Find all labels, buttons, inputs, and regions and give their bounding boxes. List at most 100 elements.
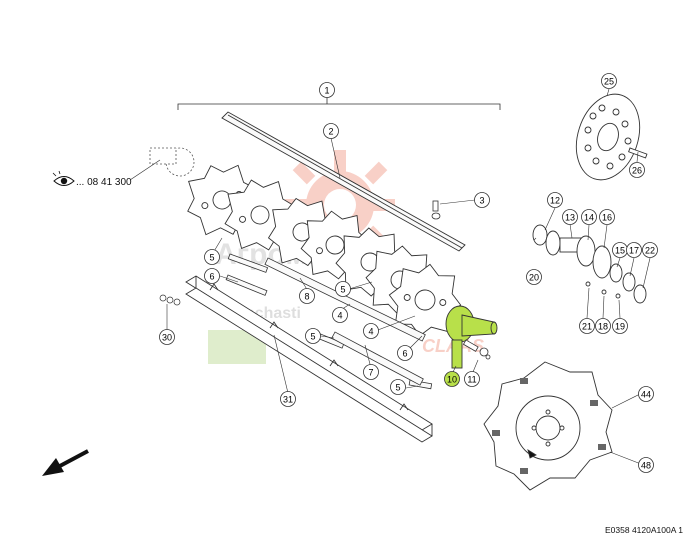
callout-circle [332, 307, 348, 323]
callout-circle [638, 386, 654, 402]
callout-20: 20 [526, 269, 542, 285]
callout-25: 25 [601, 73, 617, 89]
callout-22: 22 [642, 242, 658, 258]
callout-circle [335, 281, 351, 297]
callout-5c: 5 [305, 328, 321, 344]
callout-circle [363, 364, 379, 380]
callout-circle [444, 371, 460, 387]
callout-circle [599, 209, 615, 225]
callout-number: 1 [324, 86, 329, 96]
ref-view-label: ... 08 41 300 [76, 177, 132, 188]
callout-number: 6 [209, 272, 214, 282]
callout-11: 11 [464, 371, 480, 387]
callout-31: 31 [280, 391, 296, 407]
callout-48: 48 [638, 457, 654, 473]
callout-2: 2 [323, 123, 339, 139]
callout-number: 19 [615, 322, 625, 332]
group-bracket [177, 97, 501, 110]
callout-number: 4 [337, 311, 342, 321]
callout-10-highlighted: 10 [444, 371, 460, 387]
callout-44: 44 [638, 386, 654, 402]
callout-circle [629, 162, 645, 178]
callout-circle [390, 379, 406, 395]
callout-number: 5 [340, 285, 345, 295]
callout-5b: 5 [335, 281, 351, 297]
callout-17: 17 [626, 242, 642, 258]
callout-circle [626, 242, 642, 258]
callout-3: 3 [474, 192, 490, 208]
callout-number: 14 [584, 213, 594, 223]
callout-circle [526, 269, 542, 285]
callout-circle [397, 345, 413, 361]
callout-15: 15 [612, 242, 628, 258]
drawing-code: E0358 4120A100A 1 [605, 525, 683, 535]
callout-circle [612, 318, 628, 334]
callout-5d: 5 [390, 379, 406, 395]
rods [225, 253, 433, 390]
callout-circle [581, 209, 597, 225]
callout-number: 3 [479, 196, 484, 206]
callout-number: 17 [629, 246, 639, 256]
callout-18: 18 [595, 318, 611, 334]
callout-number: 8 [304, 292, 309, 302]
bolts-part-30 [159, 294, 181, 306]
callout-number: 21 [582, 322, 592, 332]
callout-circle [204, 249, 220, 265]
callout-12: 12 [547, 192, 563, 208]
callout-number: 25 [604, 77, 614, 87]
bolt-part-3 [431, 200, 441, 220]
callout-circle [579, 318, 595, 334]
callout-number: 7 [368, 368, 373, 378]
callout-circle [547, 192, 563, 208]
callout-number: 5 [310, 332, 315, 342]
callout-6a: 6 [204, 268, 220, 284]
callout-6b: 6 [397, 345, 413, 361]
callout-number: 2 [328, 127, 333, 137]
star-wheels [187, 164, 462, 337]
fasteners-part-11 [462, 339, 491, 360]
callout-circle [280, 391, 296, 407]
callout-21: 21 [579, 318, 595, 334]
callout-number: 18 [598, 322, 608, 332]
callout-number: 30 [162, 333, 172, 343]
bottom-plate-part-31 [185, 275, 433, 443]
callout-circle [363, 323, 379, 339]
direction-arrow [42, 449, 89, 476]
callout-number: 5 [395, 383, 400, 393]
shaft-part-2 [221, 111, 466, 252]
callout-number: 48 [641, 461, 651, 471]
callout-circle [638, 457, 654, 473]
callout-circle [474, 192, 490, 208]
callouts: 1 2 3 5 6 5 8 4 5 4 6 7 5 10 11 31 30 12… [159, 73, 658, 473]
callout-circle [204, 268, 220, 284]
callout-circle [464, 371, 480, 387]
callout-circle [319, 82, 335, 98]
callout-number: 22 [645, 246, 655, 256]
callout-circle [642, 242, 658, 258]
callout-16: 16 [599, 209, 615, 225]
callout-number: 5 [209, 253, 214, 263]
callout-number: 26 [632, 166, 642, 176]
callout-number: 44 [641, 390, 651, 400]
star-wheel [388, 263, 462, 337]
callout-circle [562, 209, 578, 225]
callout-8: 8 [299, 288, 315, 304]
callout-circle [595, 318, 611, 334]
callout-14: 14 [581, 209, 597, 225]
callout-number: 13 [565, 213, 575, 223]
callout-circle [601, 73, 617, 89]
callout-number: 11 [467, 375, 476, 385]
eye-icon [52, 170, 75, 186]
ref-leader [129, 159, 161, 181]
callout-number: 4 [368, 327, 373, 337]
callout-number: 6 [402, 349, 407, 359]
callout-4b: 4 [363, 323, 379, 339]
large-star-wheel [483, 361, 613, 491]
callout-7: 7 [363, 364, 379, 380]
bearing-assembly [532, 224, 647, 304]
callout-number: 10 [447, 375, 457, 385]
callout-circle [323, 123, 339, 139]
callout-1: 1 [319, 82, 335, 98]
callout-13: 13 [562, 209, 578, 225]
